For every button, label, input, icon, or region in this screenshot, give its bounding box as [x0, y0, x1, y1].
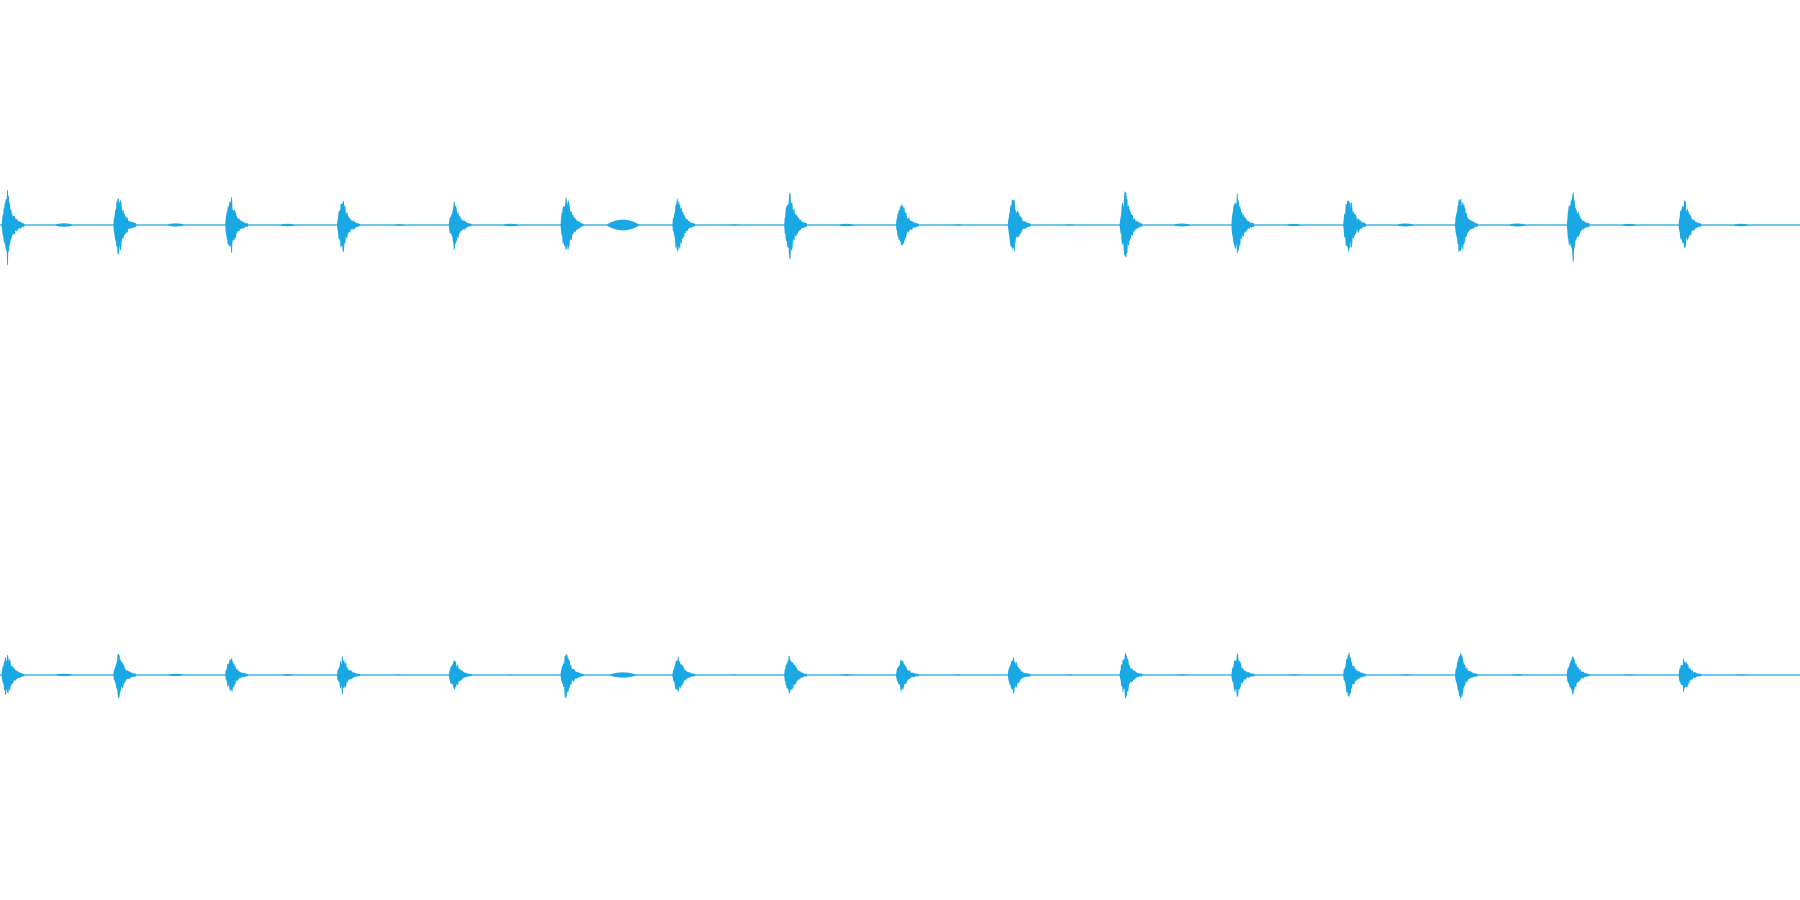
- waveform-echo: [277, 223, 298, 227]
- waveform-echo: [949, 674, 968, 676]
- waveform-burst: [896, 204, 919, 246]
- waveform-echo: [1395, 223, 1416, 227]
- waveform-burst: [1007, 657, 1031, 694]
- waveform-echo: [1619, 674, 1639, 676]
- waveform-burst: [784, 655, 807, 694]
- waveform-burst: [1119, 652, 1143, 699]
- waveform-burst: [113, 653, 137, 699]
- waveform-echo: [501, 223, 522, 227]
- waveform-channel-2[interactable]: [0, 652, 1800, 699]
- waveform-echo: [1060, 224, 1080, 226]
- waveform-burst: [448, 201, 472, 250]
- waveform-echo: [1506, 223, 1528, 227]
- waveform-echo: [1060, 674, 1080, 676]
- waveform-echo: [1619, 223, 1639, 227]
- waveform-echo: [389, 224, 409, 226]
- waveform-echo: [389, 674, 409, 676]
- waveform-echo: [277, 674, 298, 676]
- waveform-burst: [672, 656, 696, 692]
- waveform-burst: [225, 197, 248, 253]
- waveform-burst: [1007, 199, 1031, 252]
- waveform-echo: [1283, 674, 1304, 676]
- waveform-echo: [605, 219, 640, 231]
- waveform-echo: [1395, 674, 1416, 676]
- waveform-burst: [1, 189, 25, 265]
- waveform-burst: [1343, 652, 1366, 697]
- waveform-echo: [836, 674, 857, 676]
- waveform-echo: [165, 673, 187, 677]
- waveform-echo: [725, 224, 744, 226]
- waveform-burst: [1343, 200, 1366, 252]
- waveform-burst: [1566, 655, 1590, 695]
- waveform-burst: [448, 660, 472, 690]
- waveform-burst: [672, 198, 696, 252]
- waveform-burst: [1678, 200, 1702, 249]
- waveform-echo: [52, 673, 75, 677]
- waveform-burst: [560, 654, 584, 699]
- waveform-burst: [113, 198, 137, 255]
- waveform-echo: [1730, 223, 1751, 227]
- waveform-echo: [165, 223, 187, 227]
- waveform-burst: [896, 659, 919, 692]
- waveform-burst: [1119, 191, 1143, 258]
- waveform-burst: [1231, 193, 1255, 253]
- waveform-burst: [1455, 198, 1478, 253]
- waveform-echo: [1172, 674, 1192, 676]
- waveform-echo: [1171, 223, 1193, 227]
- waveform-echo: [501, 674, 521, 676]
- waveform-echo: [836, 223, 857, 227]
- waveform-echo: [1731, 674, 1751, 676]
- waveform-burst: [1566, 192, 1590, 262]
- waveform-burst: [1678, 658, 1702, 692]
- waveform-burst: [1455, 653, 1478, 699]
- waveform-echo: [608, 672, 638, 678]
- waveform-echo: [52, 223, 75, 227]
- waveform-echo: [1507, 674, 1528, 676]
- waveform-burst: [1, 655, 25, 695]
- waveform-burst: [1231, 653, 1255, 697]
- waveform-echo: [949, 224, 968, 226]
- waveform-echo: [1283, 223, 1304, 227]
- waveform-burst: [337, 656, 360, 695]
- waveform-burst: [337, 201, 360, 252]
- waveform-echo: [725, 674, 744, 676]
- waveform-channel-1[interactable]: [0, 189, 1800, 265]
- waveform-burst: [784, 192, 807, 260]
- waveform-burst: [225, 657, 248, 692]
- waveform-burst: [560, 197, 584, 251]
